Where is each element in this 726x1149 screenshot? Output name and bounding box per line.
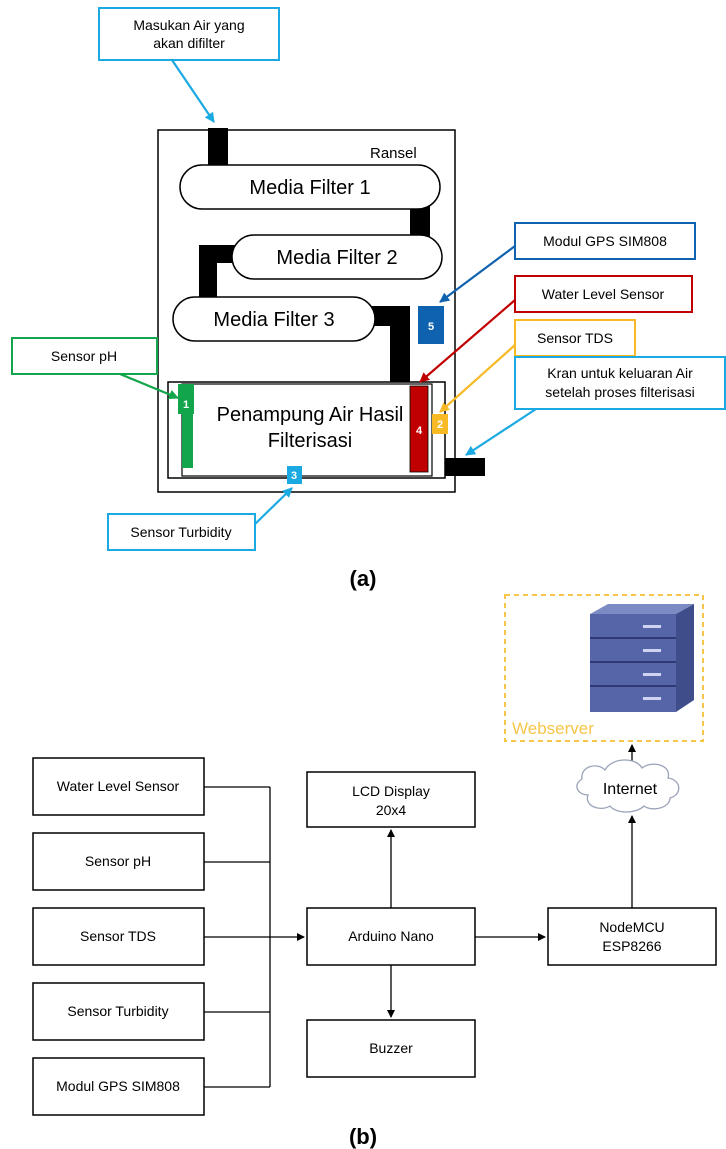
caption-b: (b) — [349, 1124, 377, 1149]
turbidity-sensor — [287, 466, 302, 484]
callout-tap — [514, 356, 726, 410]
caption-a: (a) — [350, 566, 377, 591]
callout-tds-label: Sensor TDS — [537, 330, 613, 346]
webserver-frame — [504, 594, 704, 742]
callout-gps — [514, 222, 696, 260]
pipe-3-tank-vertical — [390, 306, 410, 384]
backpack-outline — [157, 129, 456, 493]
turbidity-badge: 3 — [291, 470, 297, 482]
callout-turbidity-label: Sensor Turbidity — [130, 524, 231, 540]
media-filter-1 — [179, 164, 441, 210]
pipe-2-3-horizontal — [199, 245, 237, 263]
box-nodemcu — [547, 907, 717, 966]
callout-input-line1: Masukan Air yang — [133, 17, 244, 33]
callout-turbidity — [107, 513, 256, 551]
sensor-bus — [204, 786, 271, 1088]
callout-water-level — [514, 275, 693, 313]
water-level-sensor — [409, 385, 429, 473]
arrow-turbidity — [254, 487, 293, 525]
box-water-level-sensor-label: Water Level Sensor — [57, 778, 180, 794]
tds-badge: 2 — [437, 419, 443, 431]
media-filter-3-label: Media Filter 3 — [213, 309, 334, 331]
callout-gps-label: Modul GPS SIM808 — [543, 233, 667, 249]
box-arduino — [306, 907, 476, 966]
callout-ph — [11, 337, 158, 375]
box-sensor-ph — [32, 832, 205, 891]
arrow-ph — [119, 372, 179, 400]
tank-outer — [167, 381, 446, 479]
tank-label-line1: Penampung Air Hasil — [217, 404, 404, 426]
internet-label: Internet — [603, 781, 658, 798]
media-filter-1-label: Media Filter 1 — [249, 177, 370, 199]
arrow-tap — [465, 408, 537, 456]
internet-cloud — [576, 759, 680, 813]
box-gps-module — [32, 1057, 205, 1116]
callout-water-level-label: Water Level Sensor — [542, 286, 665, 302]
box-sensor-turbidity — [32, 982, 205, 1041]
callout-tds — [514, 319, 636, 357]
webserver-label: Webserver — [512, 719, 594, 738]
box-lcd-line2: 20x4 — [376, 802, 407, 818]
gps-badge: 5 — [428, 321, 434, 333]
media-filter-3 — [172, 296, 376, 342]
water-level-badge: 4 — [416, 425, 423, 437]
ph-sensor-rod — [182, 398, 193, 468]
tap-pipe — [445, 458, 485, 476]
box-sensor-turbidity-label: Sensor Turbidity — [67, 1003, 168, 1019]
callout-ph-label: Sensor pH — [51, 348, 117, 364]
diagram-b: Webserver Internet Water Level Sensor Se… — [32, 594, 717, 1149]
pipe-1-2 — [410, 202, 430, 238]
backpack-label: Ransel — [370, 145, 417, 162]
box-nodemcu-line2: ESP8266 — [602, 938, 661, 954]
media-filter-2-label: Media Filter 2 — [276, 247, 397, 269]
box-arduino-label: Arduino Nano — [348, 928, 434, 944]
arrow-water-level — [419, 299, 516, 383]
inlet-pipe — [208, 128, 228, 168]
ph-badge: 1 — [183, 399, 189, 411]
arrow-gps — [439, 245, 516, 303]
callout-input-line2: akan difilter — [153, 35, 225, 51]
box-sensor-tds — [32, 907, 205, 966]
media-filter-2 — [231, 234, 443, 280]
callout-input — [98, 7, 280, 61]
box-sensor-ph-label: Sensor pH — [85, 853, 151, 869]
server-icon — [590, 604, 694, 712]
gps-module — [418, 306, 444, 344]
box-buzzer — [306, 1019, 476, 1078]
box-gps-module-label: Modul GPS SIM808 — [56, 1078, 180, 1094]
diagram-a: Ransel Media Filter 1 Media Filter 2 Med… — [11, 7, 726, 591]
box-buzzer-label: Buzzer — [369, 1040, 413, 1056]
tds-sensor — [432, 414, 448, 434]
box-lcd — [306, 771, 476, 828]
box-sensor-tds-label: Sensor TDS — [80, 928, 156, 944]
box-lcd-line1: LCD Display — [352, 783, 430, 799]
box-nodemcu-line1: NodeMCU — [599, 919, 664, 935]
arrow-tds — [439, 344, 516, 413]
callout-tap-line2: setelah proses filterisasi — [545, 384, 694, 400]
tank-label-line2: Filterisasi — [268, 430, 352, 452]
callout-tap-line1: Kran untuk keluaran Air — [547, 365, 693, 381]
arrow-input — [171, 59, 215, 123]
